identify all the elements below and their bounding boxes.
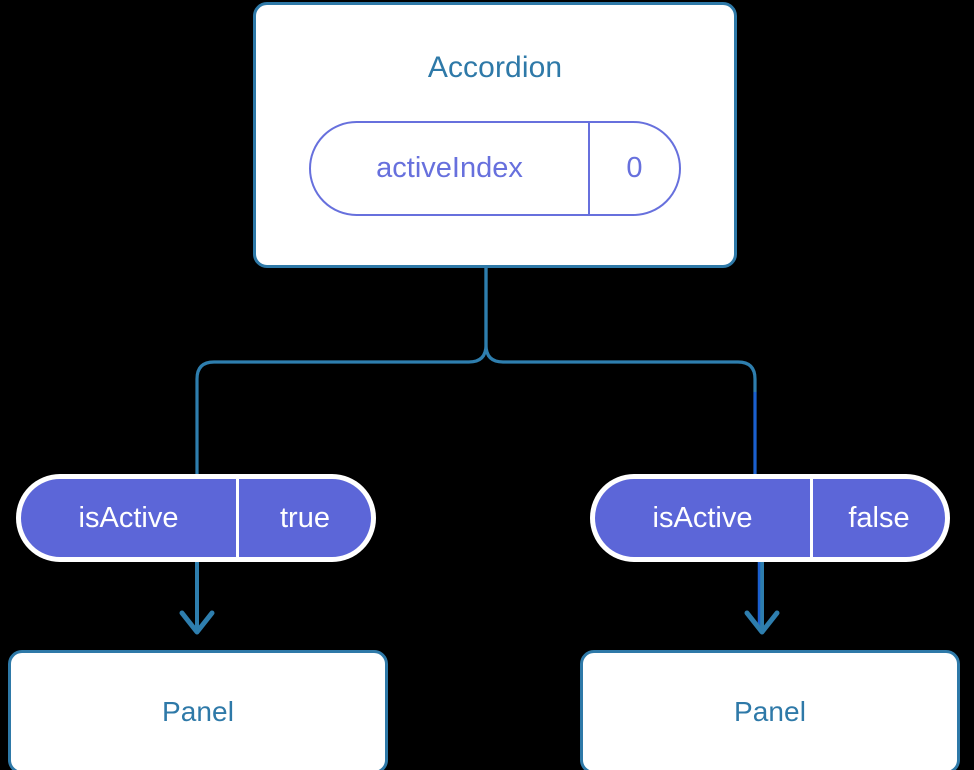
state-badge-activeindex[interactable]: activeIndex 0 xyxy=(309,121,681,216)
component-node-panel-left[interactable]: Panel xyxy=(8,650,388,770)
connector-fork-left xyxy=(195,268,488,476)
component-title: Panel xyxy=(733,696,807,727)
prop-badge-value: false xyxy=(810,479,945,557)
prop-badge-isactive-true[interactable]: isActive true xyxy=(18,476,374,560)
component-title: Panel xyxy=(161,696,235,727)
state-badge-key: activeIndex xyxy=(376,152,523,184)
prop-badge-key: isActive xyxy=(652,501,753,534)
arrow-head-left xyxy=(179,610,215,635)
arrow-head-right xyxy=(744,610,780,635)
prop-badge-key: isActive xyxy=(78,501,179,534)
state-badge-value: 0 xyxy=(588,123,679,214)
component-node-panel-right[interactable]: Panel xyxy=(580,650,960,770)
component-title: Accordion xyxy=(427,51,563,84)
connector-fork-right xyxy=(484,268,757,476)
prop-badge-value: true xyxy=(236,479,371,557)
prop-badge-isactive-false[interactable]: isActive false xyxy=(592,476,948,560)
